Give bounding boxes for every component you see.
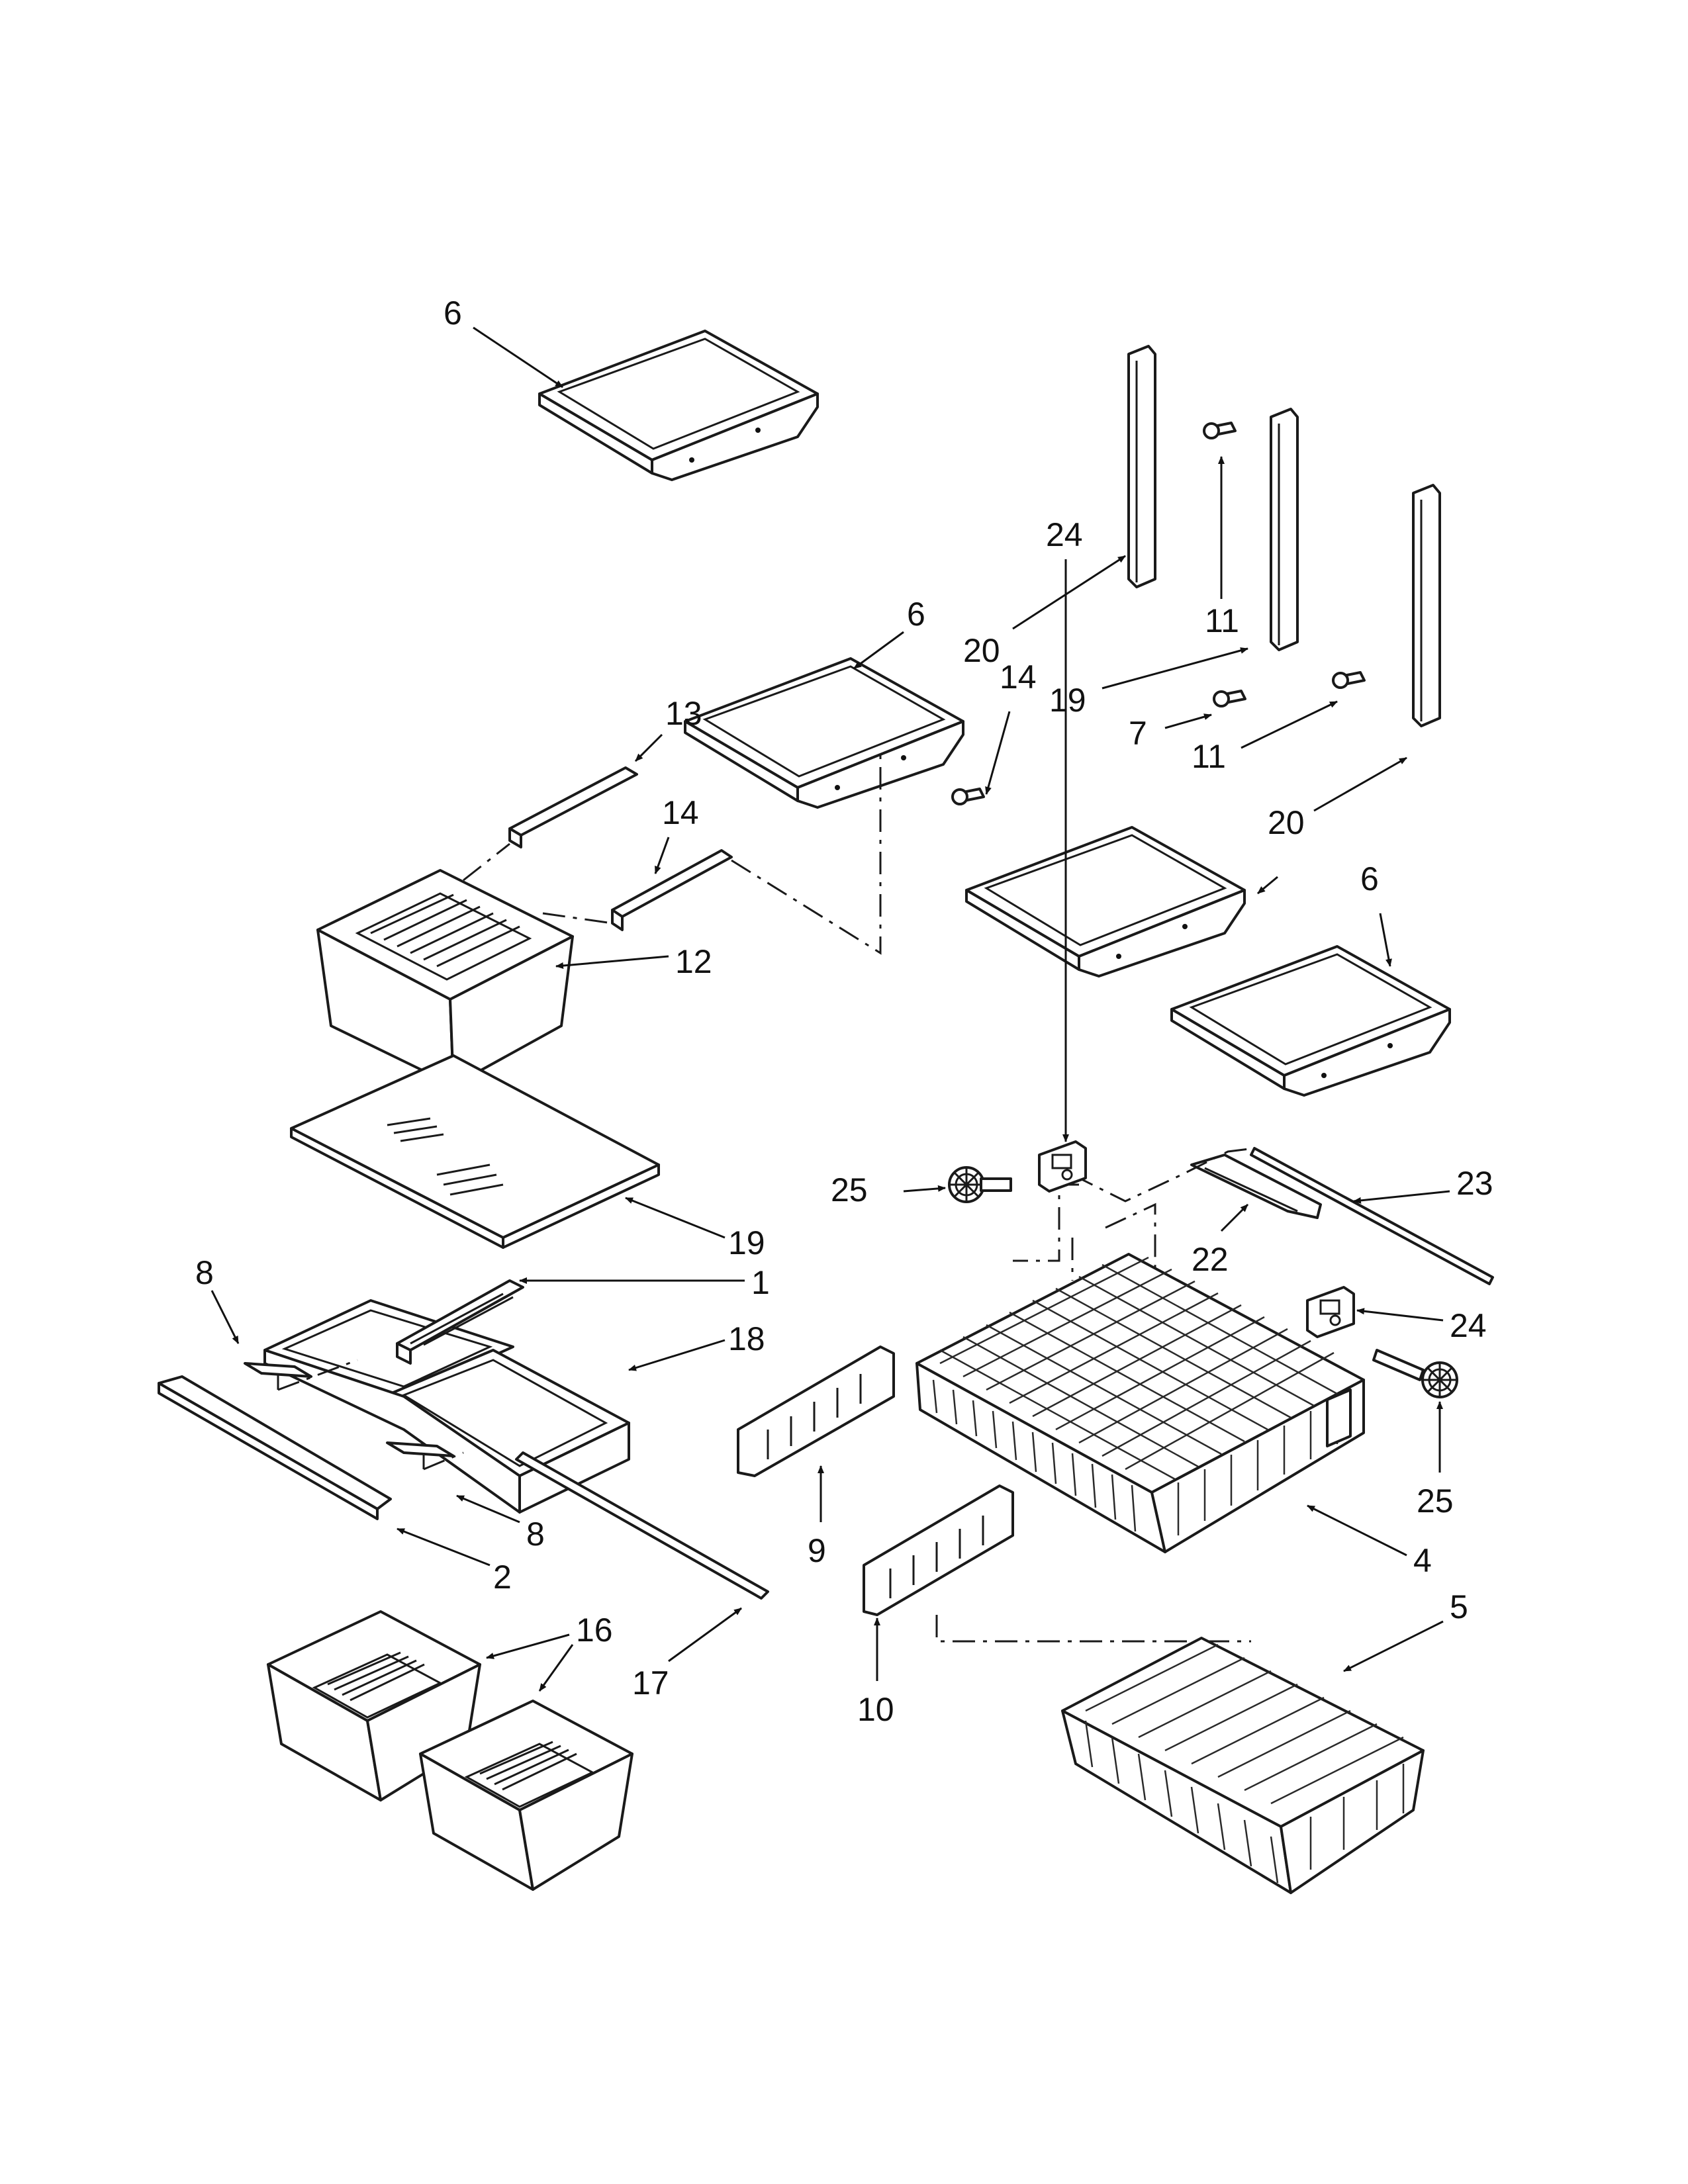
divider-10 <box>863 1484 1014 1616</box>
rail-21-left <box>1127 345 1156 588</box>
callout-19: 19 <box>728 1224 765 1261</box>
bracket-24-left <box>1038 1140 1087 1193</box>
crisper-align-line-1 <box>463 842 510 882</box>
pantry-rod <box>515 1451 769 1600</box>
callout-11-lower: 11 <box>1192 738 1226 775</box>
pantry-align-line <box>277 1359 464 1471</box>
crisper-align-line-2 <box>542 751 882 955</box>
callout-4: 4 <box>1413 1542 1432 1579</box>
basket-support-23 <box>1190 1154 1322 1219</box>
screw-15 <box>951 788 985 805</box>
callout-11-top: 11 <box>1205 602 1239 639</box>
shelf-right-2 <box>1170 945 1451 1097</box>
shelf-right-1 <box>965 826 1246 978</box>
divider-9 <box>737 1345 895 1477</box>
callout-8-right: 8 <box>526 1516 545 1553</box>
callout-14: 14 <box>662 794 699 831</box>
callout-7: 7 <box>1129 715 1147 752</box>
callout-6-right-1: 6 <box>1360 860 1379 897</box>
leader-lines <box>211 326 1450 1692</box>
callout-1: 1 <box>751 1264 770 1301</box>
callout-16: 16 <box>576 1612 613 1649</box>
drawer-slide-13 <box>508 766 638 848</box>
callout-12: 12 <box>675 943 712 980</box>
screw-7 <box>1213 690 1246 707</box>
callout-25-right: 25 <box>1417 1482 1454 1520</box>
glass-shelf <box>290 1054 660 1249</box>
callout-18: 18 <box>728 1320 765 1357</box>
pantry-cover <box>158 1375 392 1520</box>
callout-17: 17 <box>632 1664 669 1702</box>
callout-5: 5 <box>1450 1588 1468 1625</box>
callout-13: 13 <box>665 695 702 732</box>
wire-basket-4 <box>915 1253 1365 1553</box>
callout-23: 22 <box>1192 1241 1229 1278</box>
crisper-drawer <box>316 869 574 1087</box>
divider-rod-22 <box>1250 1147 1494 1285</box>
callout-20: 19 <box>1049 682 1086 719</box>
callout-labels: 6 6 6 6 11 20 14 19 7 11 20 13 14 12 19 … <box>195 295 1493 1728</box>
callout-15: 14 <box>1000 659 1037 696</box>
gear-25-right <box>1372 1349 1458 1398</box>
callout-8-left: 8 <box>195 1254 214 1291</box>
callout-24-right: 24 <box>1450 1307 1487 1344</box>
callout-22: 23 <box>1456 1165 1493 1202</box>
screw-11-lower <box>1332 671 1366 689</box>
screw-11-top <box>1203 422 1237 439</box>
callout-21-right: 20 <box>1268 804 1305 841</box>
shelf-top <box>538 330 819 481</box>
callout-6-middle: 6 <box>907 596 925 633</box>
callout-21-left: 20 <box>963 632 1000 669</box>
rail-21-right <box>1412 484 1441 727</box>
bracket-24-right <box>1306 1286 1355 1338</box>
divider-align-line <box>935 1615 1251 1643</box>
drawer-slide-14 <box>611 849 733 931</box>
wire-basket-5 <box>1061 1637 1425 1894</box>
callout-24-top: 24 <box>1046 516 1083 553</box>
callout-2: 2 <box>493 1559 512 1596</box>
callout-6-top: 6 <box>444 295 462 332</box>
pantry-slide-8-left <box>244 1362 312 1390</box>
callout-25-left: 25 <box>831 1171 868 1208</box>
shelf-middle <box>684 657 964 809</box>
callout-9: 9 <box>808 1532 826 1569</box>
basket-align-line-mid <box>1071 1203 1156 1347</box>
gear-25-left <box>948 1166 1012 1203</box>
callout-10: 10 <box>857 1691 894 1728</box>
rail-20 <box>1270 408 1299 651</box>
